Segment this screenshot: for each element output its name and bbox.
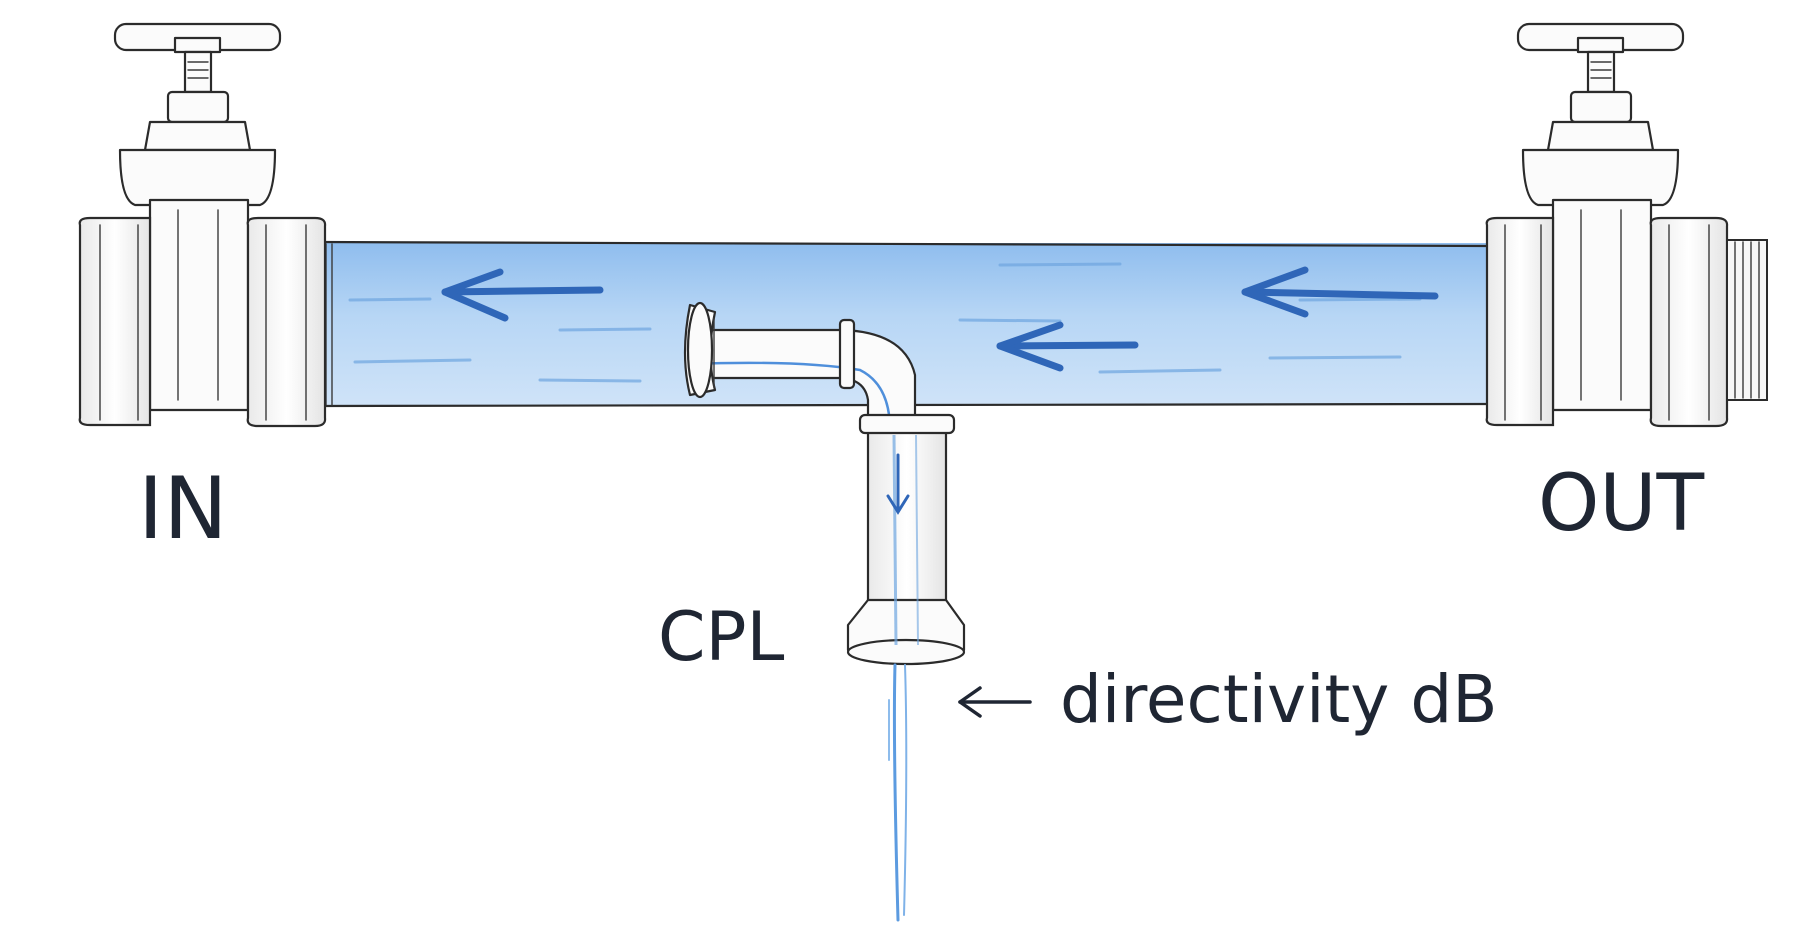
- arrow-left-icon: [958, 686, 1032, 718]
- inlet-label: IN: [138, 459, 228, 559]
- outlet-valve-icon: [1485, 22, 1768, 428]
- flow-arrow-left: [441, 268, 604, 322]
- inlet-valve-icon: [78, 22, 327, 428]
- water-drip: [888, 663, 908, 922]
- outlet-label: OUT: [1538, 459, 1704, 549]
- flow-arrows: [441, 266, 1439, 372]
- annotation-label: directivity dB: [1060, 661, 1498, 738]
- flow-arrow-mid: [996, 321, 1139, 372]
- elbow-pipe-icon: [683, 301, 966, 666]
- water-streaks: [348, 262, 1422, 383]
- flow-arrow-right: [1241, 266, 1439, 318]
- pipe-top-edge: [316, 240, 1490, 248]
- coupled-label: CPL: [658, 598, 784, 677]
